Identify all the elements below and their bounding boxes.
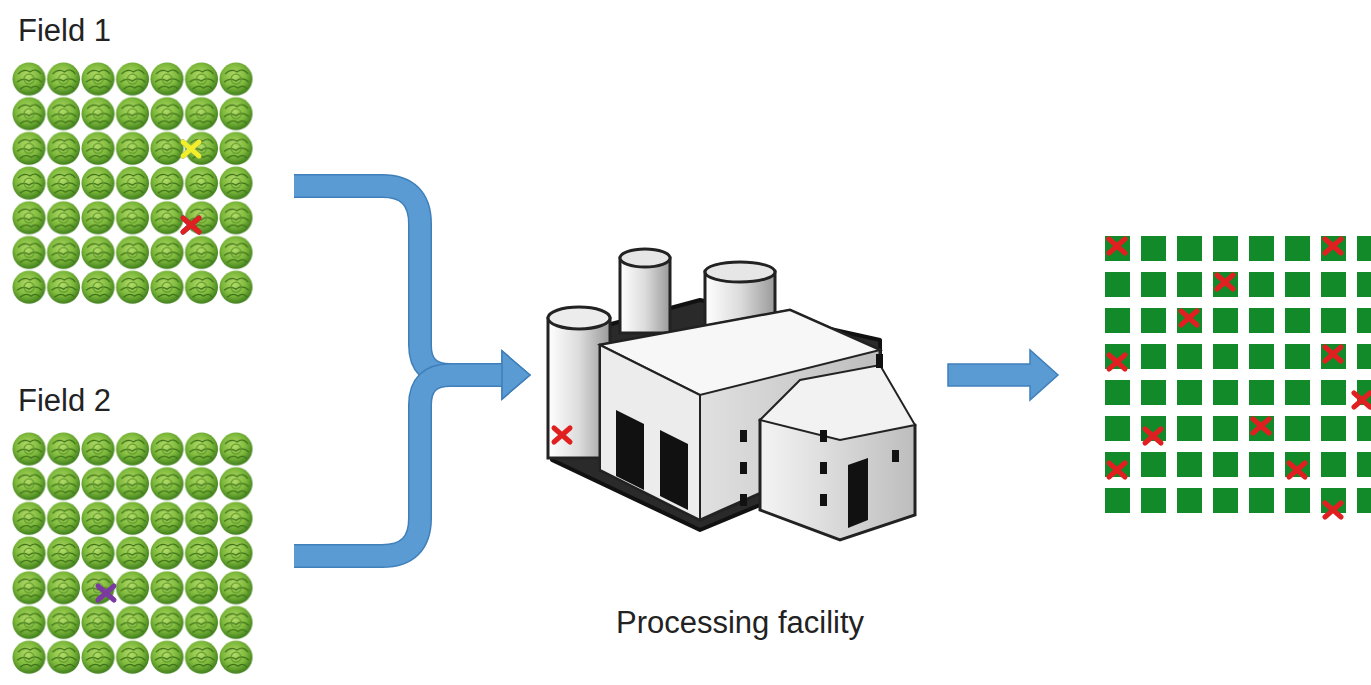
- node-label: Field 2: [18, 382, 111, 419]
- flow-arrow: [294, 351, 530, 556]
- facility-node: Processing facility: [530, 225, 950, 645]
- node-label: Processing facility: [616, 604, 864, 641]
- field-node: Field 1: [12, 8, 294, 306]
- field-node: Field 2: [12, 378, 294, 676]
- node-label: Field 1: [18, 12, 111, 49]
